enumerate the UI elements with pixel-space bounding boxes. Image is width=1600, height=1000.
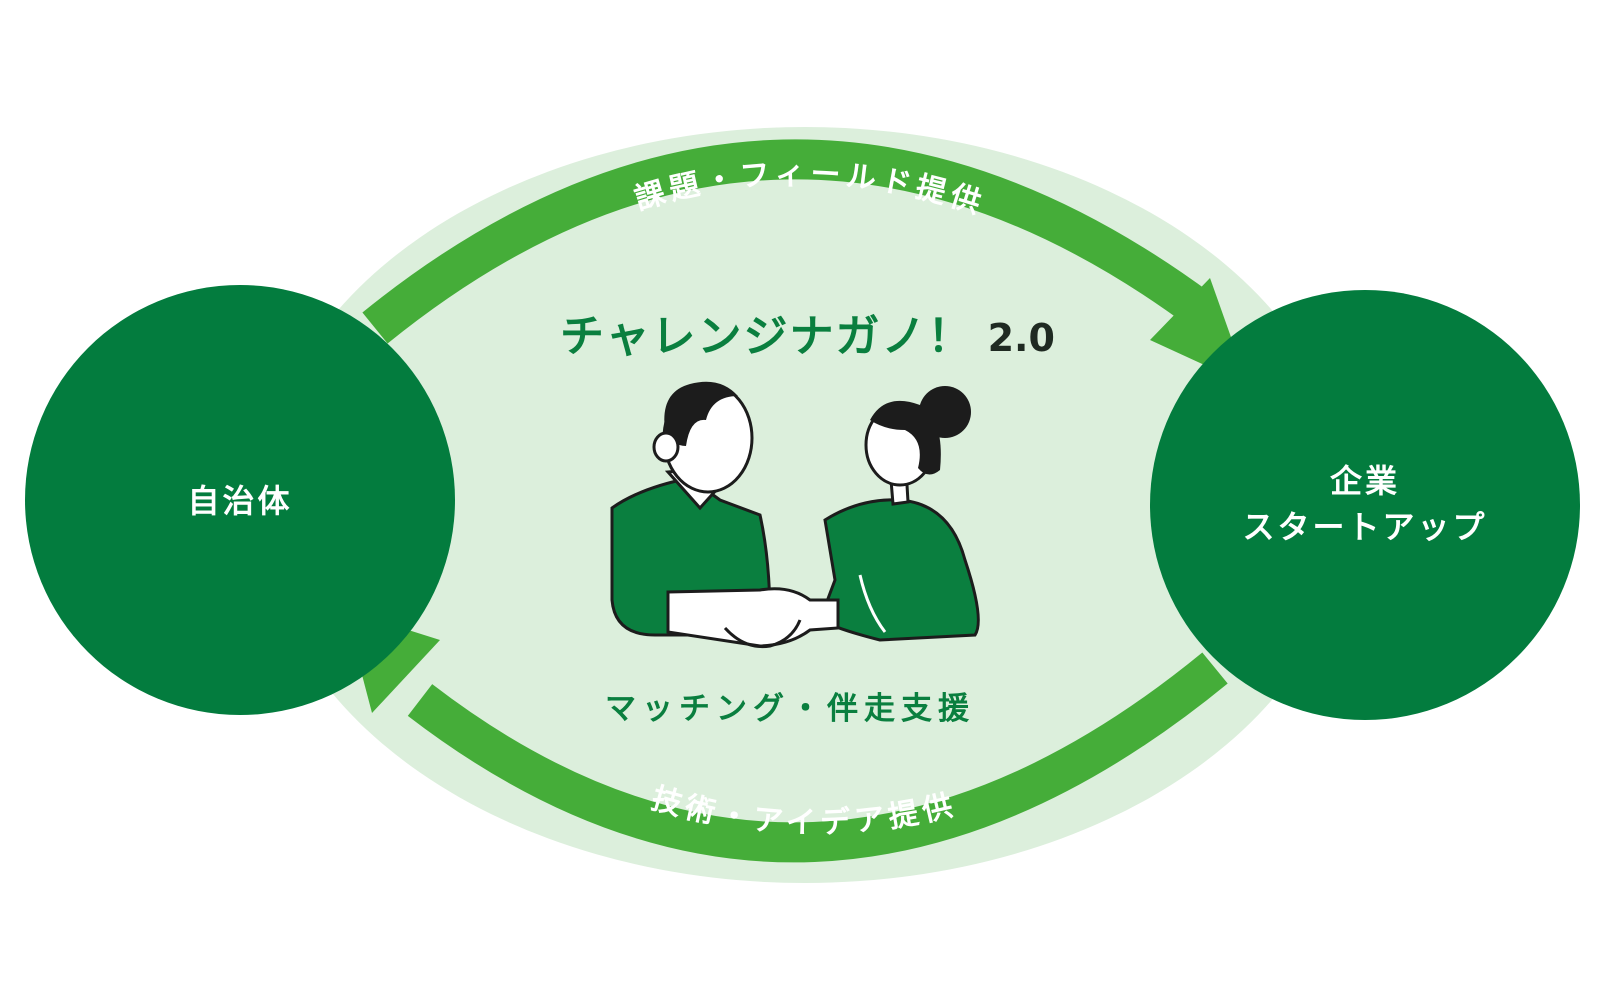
background-ellipse (260, 127, 1350, 883)
program-logo: チャレンジナガノ！ 2.0 (560, 300, 1055, 364)
handshake-illustration (610, 381, 980, 649)
right-node-circle (1150, 290, 1580, 720)
left-node-label: 自治体 (187, 482, 293, 520)
center-caption: マッチング・伴走支援 (605, 691, 975, 727)
right-node-line-2: スタートアップ (1242, 508, 1488, 546)
right-node-line-1: 企業 (1329, 462, 1400, 500)
left-node-circle (25, 285, 455, 715)
right-node-label: 企業 スタートアップ (1215, 458, 1515, 550)
program-version: 2.0 (987, 316, 1055, 360)
program-logo-name: チャレンジナガノ！ (560, 311, 974, 362)
